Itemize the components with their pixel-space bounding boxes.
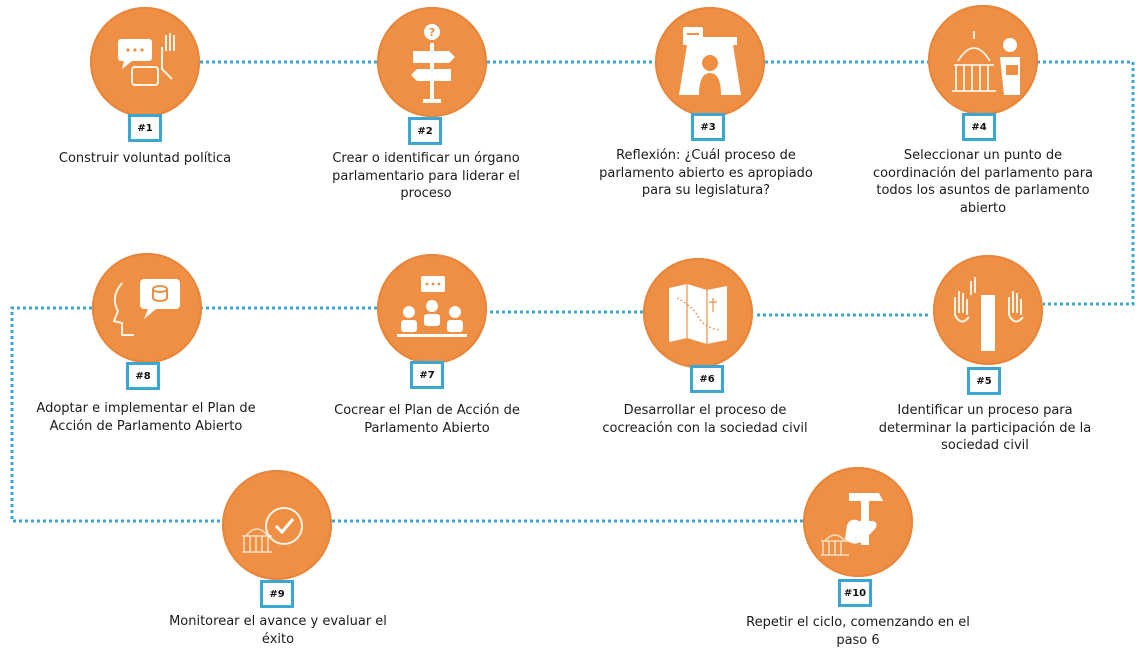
step-5-caption: Identificar un proceso para determinar l… — [878, 403, 1092, 453]
svg-text:?: ? — [429, 26, 435, 39]
step-10-icon-circle — [803, 467, 913, 577]
step-6-caption: Desarrollar el proceso de cocreación con… — [602, 403, 808, 436]
parliament-person-icon — [952, 31, 1020, 95]
step-3-badge: #3 — [691, 113, 725, 141]
step-4-badge: #4 — [962, 113, 996, 141]
step-3-caption: Reflexión: ¿Cuál proceso de parlamento a… — [599, 148, 813, 198]
step-4-caption: Seleccionar un punto de coordinación del… — [872, 148, 1094, 216]
checkmark-icon — [242, 507, 303, 553]
group-discussion-icon — [397, 276, 467, 337]
step-7-badge: #7 — [410, 361, 444, 389]
step-3-icon-circle — [655, 7, 765, 117]
step-5-icon-circle — [933, 255, 1043, 365]
step-7-icon-circle — [377, 254, 487, 364]
step-9-badge: #9 — [260, 580, 294, 608]
step-1-badge: #1 — [128, 114, 162, 142]
speech-bubbles-icon — [118, 33, 175, 86]
step-2-caption: Crear o identificar un órgano parlamenta… — [332, 151, 520, 201]
step-8-badge: #8 — [126, 362, 160, 390]
step-10-caption: Repetir el ciclo, comenzando en el paso … — [746, 615, 970, 648]
map-icon — [669, 284, 727, 344]
step-8-caption: Adoptar e implementar el Plan de Acción … — [36, 401, 256, 434]
step-6-icon-circle — [643, 258, 753, 368]
step-6-badge: #6 — [690, 365, 724, 393]
step-1-caption: Construir voluntad política — [58, 151, 232, 166]
step-2-badge: #2 — [408, 117, 442, 145]
step-4-icon-circle — [928, 5, 1038, 115]
step-10-badge: #10 — [838, 579, 872, 607]
step-2-icon-circle: ? — [377, 7, 487, 117]
speaking-head-icon — [112, 279, 180, 336]
step-9-caption: Monitorear el avance y evaluar el éxito — [169, 614, 387, 647]
step-5-badge: #5 — [967, 367, 1001, 395]
step-8-icon-circle — [92, 253, 202, 363]
thinking-person-icon — [679, 27, 741, 95]
step-9-icon-circle — [222, 470, 332, 580]
step-7-caption: Cocrear el Plan de Acción de Parlamento … — [334, 403, 520, 436]
hammer-icon — [821, 493, 883, 556]
raised-hands-icon — [954, 277, 1024, 351]
step-1-icon-circle — [90, 7, 200, 117]
signpost-icon: ? — [411, 24, 455, 103]
